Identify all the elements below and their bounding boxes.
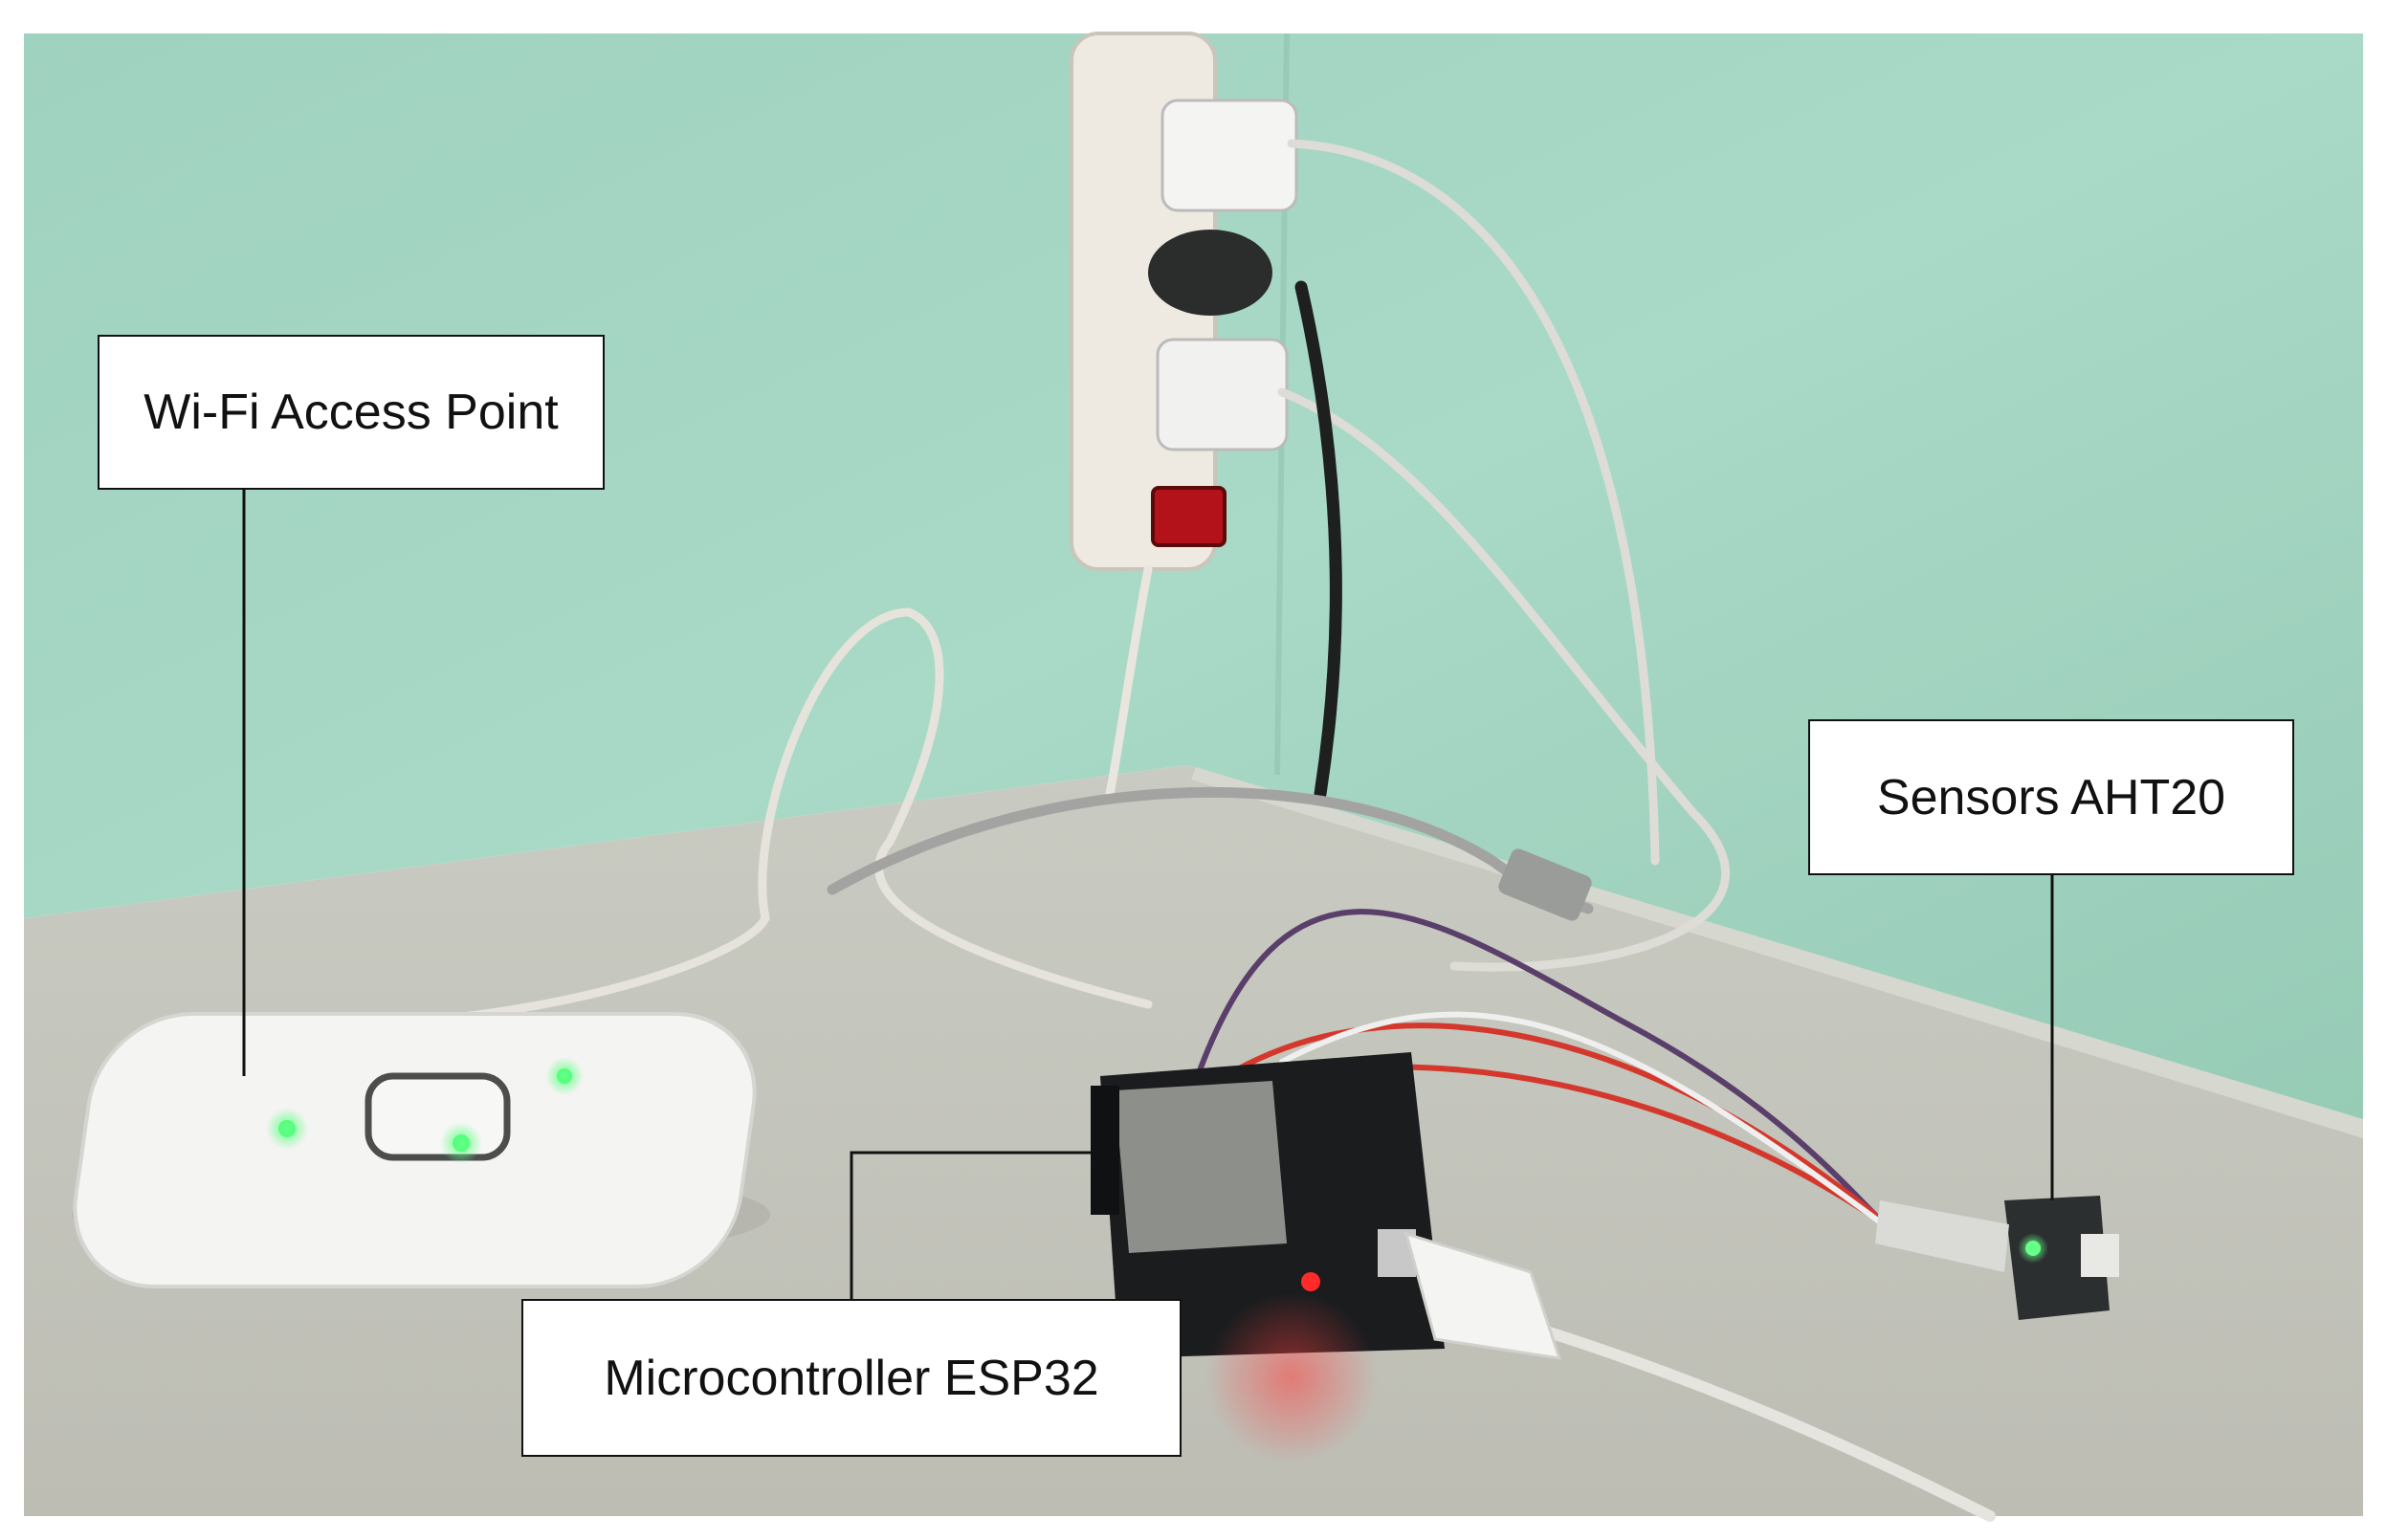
leader-microcontroller <box>850 1151 1110 1301</box>
callout-microcontroller: Microcontroller ESP32 <box>521 1299 1182 1457</box>
callout-access-point-text: Wi-Fi Access Point <box>144 385 559 440</box>
callout-microcontroller-text: Microcontroller ESP32 <box>604 1350 1099 1406</box>
power-strip <box>1070 32 1298 571</box>
esp32-board <box>1091 1052 1562 1463</box>
aht20-sensor <box>1875 1196 2119 1320</box>
callout-sensors: Sensors AHT20 <box>1808 719 2294 875</box>
cables <box>378 139 1996 1522</box>
wifi-router <box>72 1012 770 1288</box>
callout-sensors-text: Sensors AHT20 <box>1876 769 2226 825</box>
callout-access-point: Wi-Fi Access Point <box>98 335 605 490</box>
